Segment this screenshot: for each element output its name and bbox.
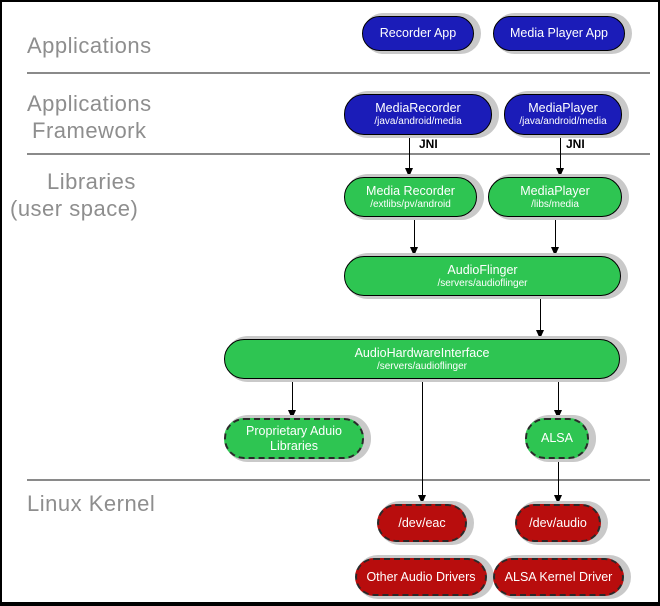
node-subtitle: /servers/audioflinger bbox=[376, 360, 468, 372]
recorder-app-node: Recorder App bbox=[362, 16, 474, 51]
lane-label-line: Applications bbox=[27, 33, 152, 58]
jni-label-left: JNI bbox=[419, 137, 438, 151]
node-subtitle: /java/android/media bbox=[374, 116, 462, 127]
node-subtitle: /libs/media bbox=[531, 198, 579, 210]
lane-label-applications: Applications bbox=[27, 32, 152, 59]
lane-label-libraries: Libraries (user space) bbox=[10, 168, 138, 222]
mediaplayer-framework-node: MediaPlayer /java/android/media bbox=[504, 94, 622, 135]
arrow-audioflinger-to-audiohardwareinterface bbox=[536, 296, 544, 339]
node-title: ALSA Kernel Driver bbox=[504, 569, 613, 584]
proprietary-audio-libraries-node: Proprietary Aduio Libraries bbox=[224, 418, 364, 459]
audioflinger-node: AudioFlinger /servers/audioflinger bbox=[344, 256, 621, 296]
node-title: ALSA bbox=[541, 431, 573, 445]
lane-label-linux-kernel: Linux Kernel bbox=[27, 490, 155, 517]
lane-label-line: Applications bbox=[27, 91, 152, 116]
lane-label-line: Libraries bbox=[47, 169, 136, 194]
media-player-app-node: Media Player App bbox=[493, 16, 625, 51]
node-title: AudioFlinger bbox=[447, 262, 518, 277]
jni-label-right: JNI bbox=[566, 137, 585, 151]
arrow-ahi-to-proprietary-libraries bbox=[288, 379, 296, 419]
arrow-alsa-to-dev-audio bbox=[554, 460, 562, 504]
node-title: MediaPlayer bbox=[520, 183, 590, 198]
lane-label-applications-framework: Applications Framework bbox=[27, 90, 152, 144]
arrow-mediarecorder-fw-to-lib bbox=[405, 135, 413, 177]
separator-libraries bbox=[27, 153, 650, 155]
other-audio-drivers-node: Other Audio Drivers bbox=[355, 558, 487, 596]
node-title: MediaPlayer bbox=[528, 101, 598, 115]
dev-eac-node: /dev/eac bbox=[377, 504, 467, 542]
arrow-ahi-to-dev-eac bbox=[418, 379, 426, 504]
media-recorder-lib-node: Media Recorder /extlibs/pv/android bbox=[344, 177, 477, 217]
arrow-mediarecorder-lib-to-audioflinger bbox=[410, 217, 418, 256]
node-title: AudioHardwareInterface bbox=[354, 345, 490, 360]
arrow-ahi-to-alsa bbox=[554, 379, 562, 419]
node-title: MediaRecorder bbox=[375, 101, 461, 115]
audio-hardware-interface-node: AudioHardwareInterface /servers/audiofli… bbox=[224, 339, 620, 379]
node-title: Media Player App bbox=[510, 26, 608, 40]
mediarecorder-framework-node: MediaRecorder /java/android/media bbox=[344, 94, 492, 135]
node-title: /dev/eac bbox=[398, 515, 446, 530]
lane-label-line: (user space) bbox=[10, 196, 139, 221]
node-title: /dev/audio bbox=[529, 515, 587, 530]
arrow-mediaplayer-lib-to-audioflinger bbox=[551, 217, 559, 256]
alsa-node: ALSA bbox=[525, 418, 589, 459]
arrow-mediaplayer-fw-to-lib bbox=[556, 135, 564, 177]
node-subtitle: /servers/audioflinger bbox=[437, 277, 528, 289]
node-title-line2: Libraries bbox=[270, 438, 318, 453]
node-subtitle: /java/android/media bbox=[519, 116, 607, 127]
separator-applications-framework bbox=[27, 72, 650, 74]
node-title: Media Recorder bbox=[366, 183, 455, 198]
node-subtitle: /extlibs/pv/android bbox=[370, 198, 451, 210]
mediaplayer-lib-node: MediaPlayer /libs/media bbox=[488, 177, 622, 217]
dev-audio-node: /dev/audio bbox=[515, 504, 601, 542]
node-title: Other Audio Drivers bbox=[366, 569, 476, 584]
lane-label-line: Linux Kernel bbox=[27, 491, 156, 516]
node-title: Recorder App bbox=[379, 26, 457, 40]
lane-label-line: Framework bbox=[32, 118, 147, 143]
separator-linux-kernel bbox=[27, 479, 650, 481]
node-title: Proprietary Aduio bbox=[246, 423, 342, 438]
alsa-kernel-driver-node: ALSA Kernel Driver bbox=[493, 558, 624, 596]
